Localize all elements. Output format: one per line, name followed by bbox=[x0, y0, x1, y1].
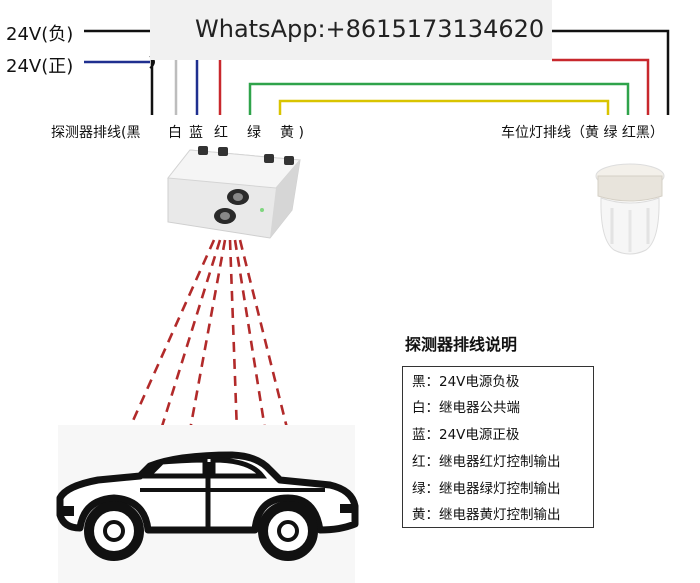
lamp-wire-label: 车位灯排线（黄 绿 红黑） bbox=[501, 125, 664, 141]
legend-desc: 继电器公共端 bbox=[439, 400, 520, 416]
legend-row: 黄：继电器黄灯控制输出 bbox=[412, 503, 561, 523]
wire-label-white: 白 bbox=[168, 125, 182, 141]
legend-key: 红： bbox=[412, 454, 439, 470]
wire-label-red: 红 bbox=[214, 125, 228, 141]
wire-label-blue: 蓝 bbox=[189, 125, 203, 141]
legend-row: 白：继电器公共端 bbox=[412, 396, 520, 416]
legend-title: 探测器排线说明 bbox=[405, 335, 518, 354]
legend-desc: 继电器红灯控制输出 bbox=[439, 454, 561, 470]
wire-label-yellow: 黄 ) bbox=[280, 125, 304, 141]
wire-red-top bbox=[552, 58, 650, 115]
legend-key: 黄： bbox=[412, 507, 439, 523]
legend-key: 黑： bbox=[412, 374, 439, 390]
legend-row: 红：继电器红灯控制输出 bbox=[412, 450, 561, 470]
detector-wire-label: 探测器排线(黑 bbox=[51, 125, 141, 141]
legend-key: 蓝： bbox=[412, 427, 439, 443]
legend-row: 绿：继电器绿灯控制输出 bbox=[412, 477, 561, 497]
legend-desc: 24V电源负极 bbox=[439, 374, 520, 390]
legend-row: 黑：24V电源负极 bbox=[412, 370, 519, 390]
legend-desc: 继电器绿灯控制输出 bbox=[439, 481, 561, 497]
power-positive-label: 24V(正) bbox=[6, 56, 74, 77]
watermark-text: WhatsApp:+8615173134620 bbox=[195, 15, 545, 43]
wire-yellow-loop bbox=[278, 99, 610, 115]
legend-desc: 继电器黄灯控制输出 bbox=[439, 507, 561, 523]
car-silhouette bbox=[56, 451, 359, 561]
legend-key: 绿： bbox=[412, 481, 439, 497]
wire-label-green: 绿 bbox=[247, 125, 261, 141]
legend-desc: 24V电源正极 bbox=[439, 427, 520, 443]
detector-device bbox=[167, 146, 302, 239]
parking-lamp bbox=[595, 163, 665, 255]
legend-row: 蓝：24V电源正极 bbox=[412, 423, 519, 443]
watermark-panel bbox=[150, 0, 552, 60]
legend-table: 黑：24V电源负极 白：继电器公共端 蓝：24V电源正极 红：继电器红灯控制输出… bbox=[402, 366, 594, 528]
legend-key: 白： bbox=[412, 400, 439, 416]
wire-green-loop bbox=[248, 82, 630, 115]
power-negative-label: 24V(负) bbox=[6, 24, 74, 45]
wire-black-top bbox=[552, 29, 670, 115]
